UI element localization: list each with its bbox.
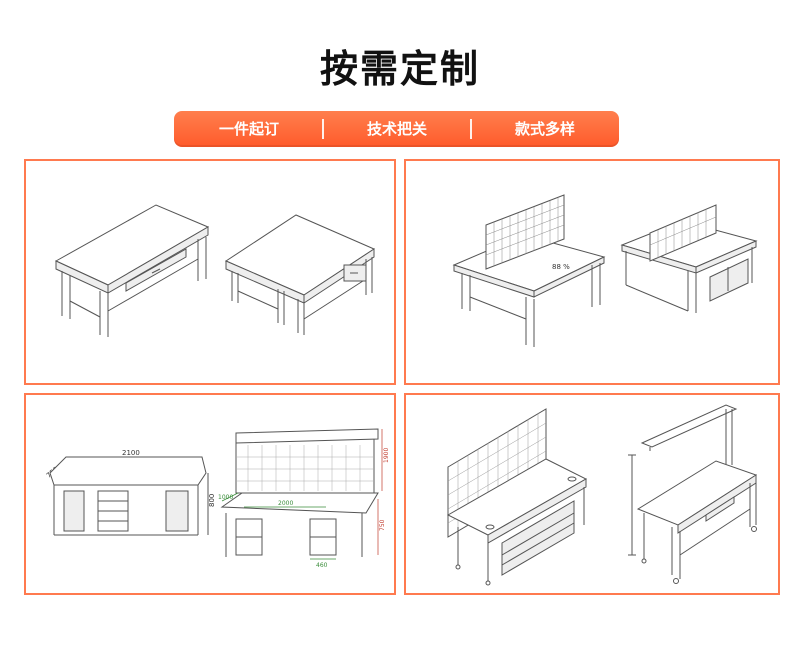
workbench-drawings-dimensioned: 2100 750 800 (45, 428, 390, 569)
dimension-e: 1900 (383, 448, 390, 463)
feature-variety: 款式多样 (514, 120, 575, 138)
feature-quality-control: 技术把关 (366, 120, 427, 138)
workbench-drawings-pegboard (446, 404, 758, 586)
divider-workbench-label: 88 % (552, 263, 570, 271)
feature-bar: 一件起订 技术把关 款式多样 (174, 111, 619, 147)
workbench-drawings-divider: 88 % (452, 194, 758, 347)
divider-workbench-drawing: 88 % (452, 194, 606, 347)
workbench-with-side-cabinet-drawing (224, 214, 376, 335)
dimension-b: 1000 (218, 494, 233, 501)
product-panel-divider-workbenches: 88 % (404, 159, 780, 385)
feature-divider (470, 119, 472, 139)
dimensioned-pegboard-workbench-drawing: 2000 1000 460 750 1900 (218, 428, 390, 569)
product-panel-dimension-drawings: 2100 750 800 (24, 393, 396, 595)
width-dimension: 2100 (122, 449, 140, 457)
height-dimension: 800 (208, 494, 216, 507)
page-title: 按需定制 (319, 47, 480, 91)
dimensioned-workbench-drawing: 2100 750 800 (45, 449, 216, 536)
dimension-d: 750 (379, 519, 386, 531)
divider-workbench-cabinet-drawing (620, 204, 758, 313)
feature-divider (322, 119, 324, 139)
product-panel-pegboard-workbenches (404, 393, 780, 595)
dimension-a: 2000 (278, 500, 293, 507)
pegboard-workbench-drawing (446, 408, 588, 586)
light-shelf-workbench-drawing (628, 404, 758, 584)
feature-min-order: 一件起订 (218, 120, 279, 138)
product-panel-basic-workbenches (24, 159, 396, 385)
dimension-c: 460 (316, 562, 328, 569)
workbench-drawings-basic (54, 204, 376, 337)
workbench-with-drawer-drawing (54, 204, 210, 337)
